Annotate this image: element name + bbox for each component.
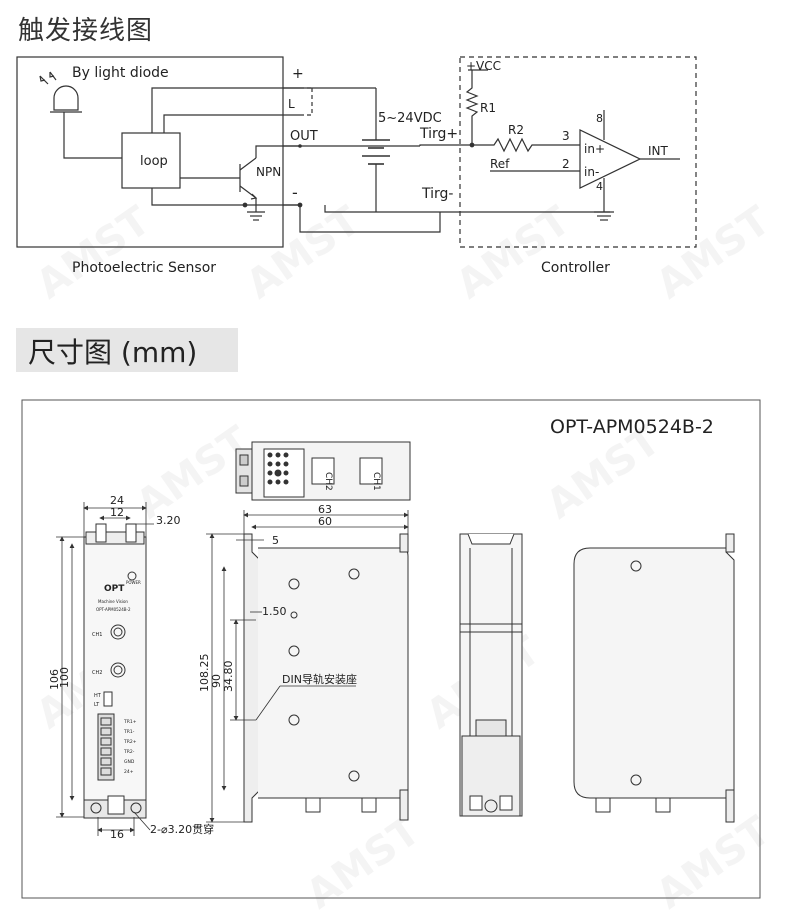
top-ch1-label: CH1 (371, 472, 381, 491)
dim-16: 16 (110, 828, 124, 841)
top-ch2-label: CH2 (323, 472, 333, 491)
dimensions-frame (21, 399, 761, 899)
r1-label: R1 (480, 101, 496, 115)
dim-24: 24 (110, 494, 124, 507)
led-icon (39, 71, 82, 113)
dim-106: 106 (48, 669, 61, 690)
pin8-label: 8 (596, 112, 603, 125)
terminal-label: TR2+ (123, 739, 137, 745)
front-ht: HT (94, 693, 102, 699)
din-label: DIN导轨安装座 (282, 672, 357, 686)
ref-label: Ref (490, 157, 510, 171)
terminal-label: 24+ (124, 769, 134, 775)
in-minus-label: in- (584, 165, 599, 179)
dim-60: 60 (318, 515, 332, 528)
plus-label: + (292, 66, 304, 82)
wiring-diagram (16, 56, 697, 248)
led-label: By light diode (72, 65, 169, 81)
opamp-icon (579, 129, 642, 189)
front-dimension-lines (56, 502, 154, 836)
front-ch2: CH2 (92, 670, 102, 676)
minus-label: - (292, 183, 298, 202)
back-view (573, 533, 735, 823)
terminal-label: TR1+ (123, 719, 137, 725)
dim-12: 12 (110, 506, 124, 519)
dim-34-80: 34.80 (222, 661, 235, 693)
controller-caption: Controller (541, 260, 610, 276)
dimensions-title-band (16, 328, 238, 372)
dim-100: 100 (58, 667, 71, 688)
npn-transistor-icon (239, 157, 258, 200)
wiring-section-title: 触发接线图 (18, 16, 154, 46)
front-sub2: OPT-APM0524B-2 (96, 607, 131, 612)
rear-view (459, 533, 523, 817)
hole-note: 2-⌀3.20贯穿 (150, 822, 214, 836)
front-view (83, 523, 147, 819)
voltage-label: 5~24VDC (378, 111, 442, 126)
vcc-label: +VCC (466, 59, 501, 73)
dim-3-20: 3.20 (156, 514, 181, 527)
l-label: L (288, 97, 295, 111)
terminal-label: GND (124, 759, 135, 765)
npn-label: NPN (256, 165, 281, 179)
dim-5: 5 (272, 534, 279, 547)
pin4-label: 4 (596, 180, 603, 193)
int-label: INT (648, 144, 669, 158)
out-label: OUT (290, 129, 318, 144)
dim-108-25: 108.25 (198, 654, 211, 693)
dim-90: 90 (210, 674, 223, 688)
sensor-box (16, 56, 284, 248)
controller-box (459, 56, 697, 248)
in-plus-label: in+ (584, 142, 605, 156)
pin3-label: 3 (562, 129, 570, 143)
front-brand: OPT (104, 584, 125, 594)
r2-resistor-icon (472, 137, 580, 153)
front-sub1: Machine Vision (98, 599, 128, 604)
dimensions-section-title: 尺寸图 (mm) (28, 336, 198, 369)
trig-minus-label: Tirg- (421, 186, 453, 202)
dim-63: 63 (318, 503, 332, 516)
front-lt: LT (94, 702, 100, 708)
sensor-caption: Photoelectric Sensor (72, 260, 216, 276)
model-label: OPT-APM0524B-2 (550, 416, 714, 438)
r2-label: R2 (508, 123, 524, 137)
dim-1-50: 1.50 (262, 605, 287, 618)
loop-label: loop (140, 154, 168, 169)
terminal-label: TR2- (123, 749, 135, 755)
terminal-label: TR1- (123, 729, 135, 735)
trig-plus-label: Tirg+ (419, 126, 458, 142)
r1-resistor-icon (465, 80, 479, 145)
pin2-label: 2 (562, 157, 570, 171)
front-power: POWER (126, 580, 141, 585)
front-ch1: CH1 (92, 632, 102, 638)
top-view (235, 441, 411, 501)
side-dimension-lines (206, 510, 409, 823)
loop-box (121, 132, 181, 189)
